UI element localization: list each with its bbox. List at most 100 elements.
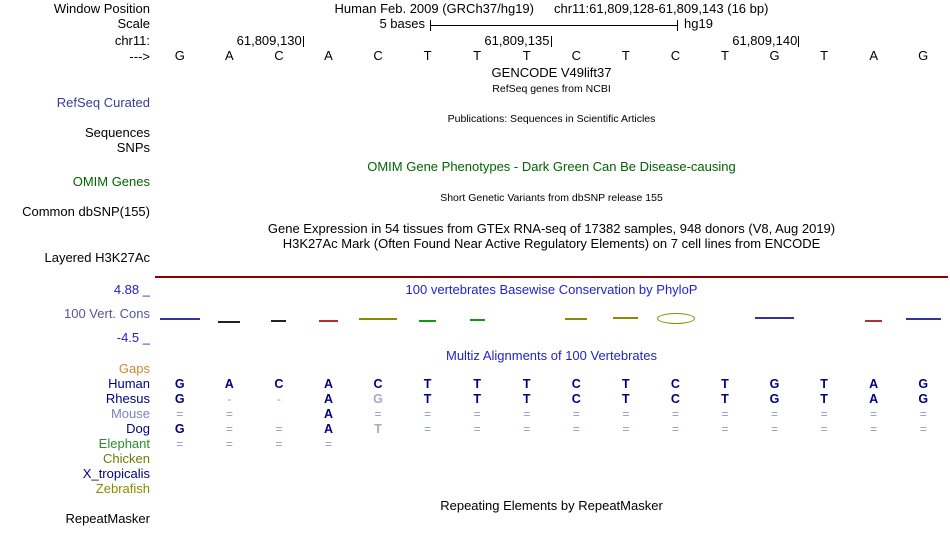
species-label-x-tropicalis[interactable]: X_tropicalis [82, 466, 150, 481]
ruler-coordinate: 61,809,140 [732, 33, 798, 48]
gtex-title[interactable]: Gene Expression in 54 tissues from GTEx … [267, 221, 836, 236]
ruler-base: T [423, 48, 432, 63]
dbsnp-title[interactable]: Short Genetic Variants from dbSNP releas… [440, 192, 663, 204]
scale-row-label: Scale [117, 16, 150, 31]
scale-bar [430, 20, 678, 31]
ruler-base: G [769, 48, 780, 63]
omim-genes-label[interactable]: OMIM Genes [72, 174, 150, 189]
alignment-cell-rhesus: T [820, 392, 828, 406]
gencode-title[interactable]: GENCODE V49lift37 [491, 65, 612, 80]
alignment-cell-dog: = [622, 422, 630, 436]
alignment-cell-elephant: = [176, 437, 184, 451]
ruler-base: G [174, 48, 185, 63]
common-dbsnp-label[interactable]: Common dbSNP(155) [22, 204, 150, 219]
species-label-mouse[interactable]: Mouse [110, 406, 150, 421]
layered-h3k27ac-label[interactable]: Layered H3K27Ac [44, 250, 150, 265]
species-label-elephant[interactable]: Elephant [98, 436, 150, 451]
alignment-cell-rhesus: T [522, 392, 531, 406]
phylop-signal-mark [218, 321, 241, 323]
alignment-cell-rhesus: G [769, 392, 780, 406]
vert-cons-label[interactable]: 100 Vert. Cons [64, 306, 150, 321]
species-label-human[interactable]: Human [108, 376, 150, 391]
multiz-title[interactable]: Multiz Alignments of 100 Vertebrates [445, 348, 657, 363]
alignment-cell-human: G [918, 377, 929, 391]
ruler-base: T [522, 48, 531, 63]
alignment-cell-mouse: = [671, 407, 679, 421]
alignment-cell-dog: = [870, 422, 878, 436]
alignment-cell-human: G [174, 377, 185, 391]
repeatmasker-title[interactable]: Repeating Elements by RepeatMasker [440, 498, 663, 513]
species-label-chicken[interactable]: Chicken [103, 451, 150, 466]
alignment-cell-human: A [869, 377, 879, 391]
species-label-zebrafish[interactable]: Zebrafish [95, 481, 150, 496]
refseq-subtitle[interactable]: RefSeq genes from NCBI [492, 83, 611, 95]
alignment-cell-elephant: = [324, 437, 332, 451]
alignment-cell-rhesus: - [227, 392, 232, 406]
phylop-signal-mark [469, 319, 485, 321]
alignment-cell-human: C [571, 377, 581, 391]
alignment-cell-mouse: = [424, 407, 432, 421]
alignment-cell-dog: = [275, 422, 283, 436]
window-position-value: Human Feb. 2009 (GRCh37/hg19)chr11:61,80… [155, 2, 948, 16]
ruler-base: C [373, 48, 383, 63]
alignment-cell-mouse: = [473, 407, 481, 421]
alignment-cell-rhesus: C [670, 392, 680, 406]
species-label-gaps[interactable]: Gaps [118, 361, 150, 376]
phylop-signal-mark [271, 320, 287, 322]
alignment-cell-mouse: = [919, 407, 927, 421]
alignment-cell-dog: A [323, 422, 333, 436]
alignment-cell-rhesus: - [276, 392, 281, 406]
alignment-cell-dog: = [572, 422, 580, 436]
refseq-curated-label[interactable]: RefSeq Curated [56, 95, 150, 110]
ruler-tick-mark [550, 36, 552, 47]
phylop-signal-mark [754, 317, 795, 319]
alignment-cell-mouse: = [622, 407, 630, 421]
alignment-cell-rhesus: G [174, 392, 185, 406]
scale-value: 5 bases [379, 16, 425, 31]
chromosome-label: chr11: [114, 33, 150, 48]
repeatmasker-label[interactable]: RepeatMasker [65, 511, 150, 526]
alignment-cell-mouse: = [176, 407, 184, 421]
window-position-label: Window Position [53, 1, 150, 16]
alignment-cell-rhesus: C [571, 392, 581, 406]
ruler-base: A [869, 48, 878, 63]
alignment-cell-mouse: = [771, 407, 779, 421]
sequences-label[interactable]: Sequences [84, 125, 150, 140]
alignment-cell-mouse: = [523, 407, 531, 421]
ruler-base: A [324, 48, 333, 63]
ruler-base: C [571, 48, 581, 63]
ruler-base: T [720, 48, 729, 63]
ruler-base: T [473, 48, 482, 63]
alignment-cell-human: A [224, 377, 234, 391]
alignment-cell-elephant: = [225, 437, 233, 451]
snps-label[interactable]: SNPs [116, 140, 150, 155]
scale-bar-left-tick [430, 20, 431, 31]
alignment-cell-mouse: = [374, 407, 382, 421]
alignment-cell-mouse: A [323, 407, 333, 421]
phylop-min-value: -4.5 _ [116, 330, 150, 345]
alignment-cell-rhesus: A [869, 392, 879, 406]
alignment-cell-human: T [473, 377, 481, 391]
species-label-rhesus[interactable]: Rhesus [105, 391, 150, 406]
alignment-cell-dog: = [771, 422, 779, 436]
species-label-dog[interactable]: Dog [126, 421, 150, 436]
alignment-cell-human: G [769, 377, 780, 391]
phylop-signal-mark [359, 318, 397, 320]
alignment-cell-human: T [622, 377, 630, 391]
alignment-cell-human: T [721, 377, 729, 391]
publications-title[interactable]: Publications: Sequences in Scientific Ar… [447, 113, 656, 125]
omim-title[interactable]: OMIM Gene Phenotypes - Dark Green Can Be… [367, 159, 736, 174]
alignment-cell-rhesus: T [473, 392, 481, 406]
phylop-signal-mark [565, 318, 588, 320]
ruler-tick-mark [798, 36, 800, 47]
ruler-base: C [670, 48, 681, 63]
h3k27ac-track-baseline [155, 276, 948, 278]
alignment-cell-human: C [274, 377, 284, 391]
alignment-cell-mouse: = [225, 407, 233, 421]
strand-arrow-label: ---> [129, 49, 150, 64]
alignment-cell-dog: = [523, 422, 531, 436]
phylop-title[interactable]: 100 vertebrates Basewise Conservation by… [405, 282, 698, 297]
phylop-signal-mark [318, 320, 339, 322]
h3k27ac-title[interactable]: H3K27Ac Mark (Often Found Near Active Re… [282, 236, 821, 251]
